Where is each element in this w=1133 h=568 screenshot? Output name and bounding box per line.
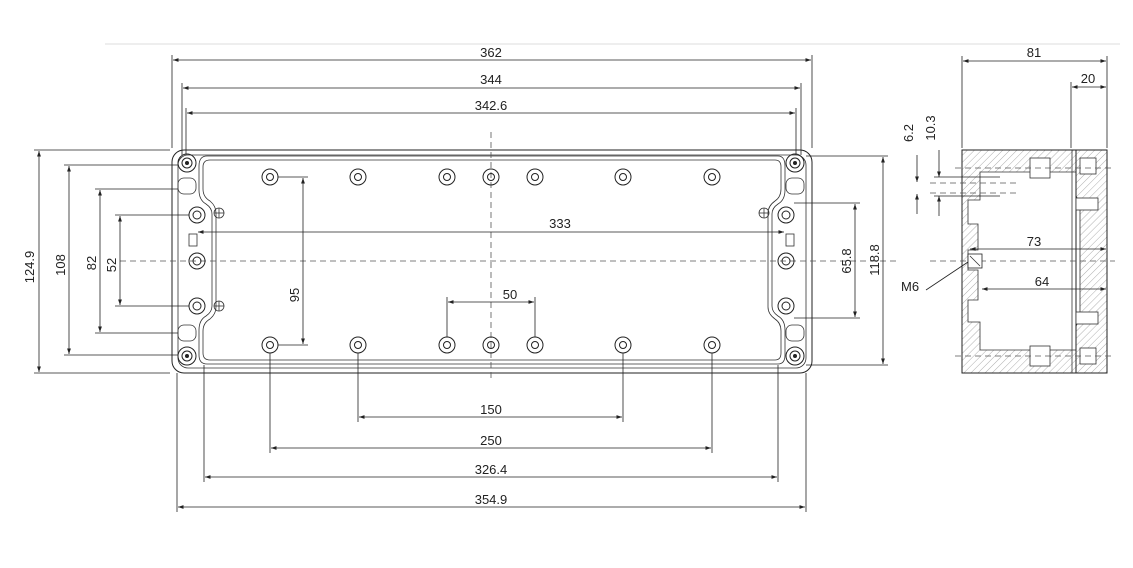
dim-118-8-label: 118.8 xyxy=(867,244,882,276)
dim-326-4: 326.4 xyxy=(203,365,779,482)
dim-20: 20 xyxy=(1070,71,1106,148)
dim-150: 150 xyxy=(357,353,624,422)
dim-124-9: 124.9 xyxy=(22,149,170,374)
dim-344-label: 344 xyxy=(480,72,502,87)
dim-354-9: 354.9 xyxy=(176,373,807,512)
dim-124-9-label: 124.9 xyxy=(22,251,37,284)
dim-50-label: 50 xyxy=(503,287,517,302)
dim-50: 50 xyxy=(446,287,536,337)
dim-150-label: 150 xyxy=(480,402,502,417)
dim-20-label: 20 xyxy=(1081,71,1095,86)
dim-342-6: 342.6 xyxy=(185,98,797,155)
front-view: 362 344 342.6 333 50 150 xyxy=(22,45,900,512)
corner-screw-bottom-right xyxy=(785,346,805,366)
dim-82: 82 xyxy=(84,188,178,334)
dim-73: 73 xyxy=(970,234,1106,251)
dim-6-2: 6.2 xyxy=(901,124,919,214)
corner-slot-tl xyxy=(177,177,197,195)
corner-slot-bl xyxy=(177,324,197,342)
enclosure-inner-outline xyxy=(177,154,807,369)
side-screws-left xyxy=(188,206,225,315)
dim-342-6-label: 342.6 xyxy=(475,98,508,113)
m6-callout: M6 xyxy=(901,261,969,294)
m6-label: M6 xyxy=(901,279,919,294)
dim-81: 81 xyxy=(961,45,1108,148)
dim-333-label: 333 xyxy=(549,216,571,231)
dim-10-3-label: 10.3 xyxy=(923,115,938,140)
dim-65-8-label: 65.8 xyxy=(839,248,854,273)
corner-screw-top-left xyxy=(177,153,197,173)
corner-screw-bottom-left xyxy=(177,346,197,366)
corner-slot-br xyxy=(785,324,805,342)
dim-10-3: 10.3 xyxy=(923,115,1000,216)
dim-108-label: 108 xyxy=(53,254,68,276)
corner-screw-top-right xyxy=(785,153,805,173)
dim-362-label: 362 xyxy=(480,45,502,60)
dim-95-label: 95 xyxy=(287,288,302,302)
dim-64: 64 xyxy=(982,274,1106,291)
dim-52: 52 xyxy=(104,214,189,307)
dim-108: 108 xyxy=(53,164,178,356)
corner-slot-tr xyxy=(785,177,805,195)
dim-354-9-label: 354.9 xyxy=(475,492,508,507)
dim-95: 95 xyxy=(278,176,308,346)
dim-362: 362 xyxy=(171,45,813,148)
dim-82-label: 82 xyxy=(84,256,99,270)
dim-250-label: 250 xyxy=(480,433,502,448)
dim-73-label: 73 xyxy=(1027,234,1041,249)
dim-344: 344 xyxy=(181,72,802,155)
enclosure-outline xyxy=(171,149,813,374)
dim-81-label: 81 xyxy=(1027,45,1041,60)
dim-118-8: 118.8 xyxy=(806,155,888,366)
dim-6-2-label: 6.2 xyxy=(901,124,916,142)
dim-64-label: 64 xyxy=(1035,274,1049,289)
side-view: 81 20 6.2 10.3 73 64 xyxy=(901,45,1115,374)
lid-inner-outline xyxy=(198,155,786,365)
side-screws-right xyxy=(758,206,795,315)
dim-250: 250 xyxy=(269,353,713,453)
dim-52-label: 52 xyxy=(104,258,119,272)
dim-333: 333 xyxy=(198,216,784,234)
dim-326-4-label: 326.4 xyxy=(475,462,508,477)
lid-inner-outline-2 xyxy=(202,159,782,361)
dim-65-8: 65.8 xyxy=(794,202,860,319)
